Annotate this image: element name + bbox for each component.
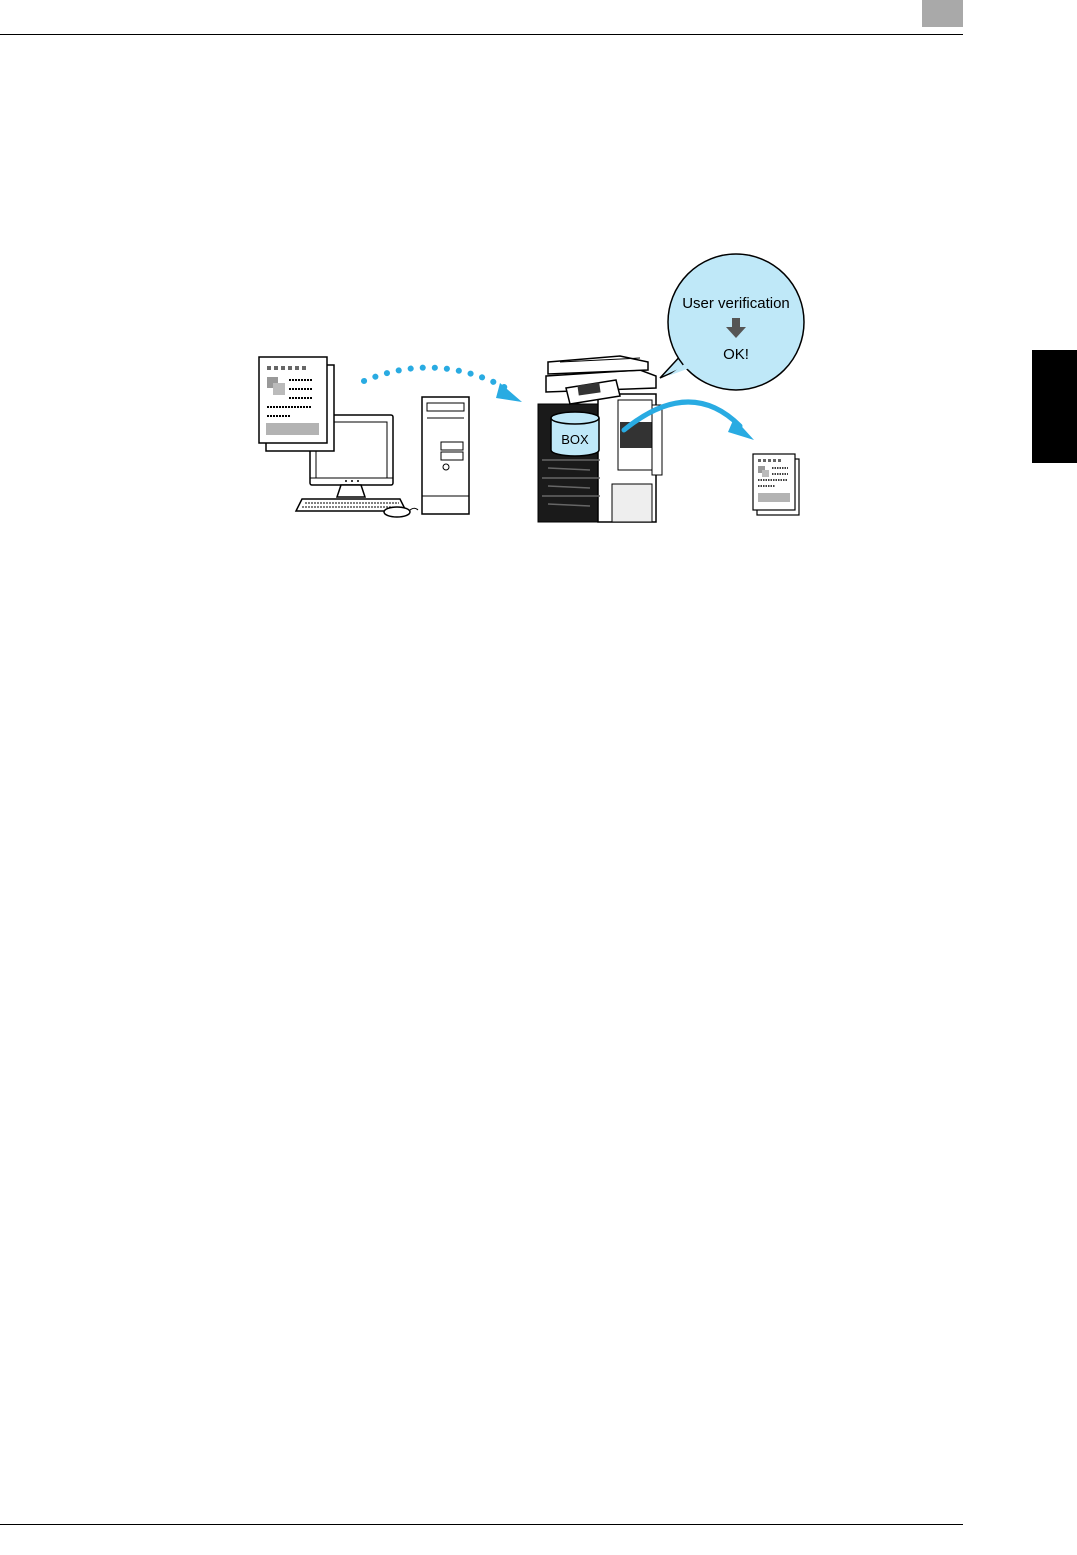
box-storage-icon: BOX	[551, 412, 599, 456]
box-label: BOX	[561, 432, 589, 447]
mouse-icon	[384, 507, 418, 517]
bubble-line-2: OK!	[723, 346, 749, 363]
printed-output-icon	[753, 454, 799, 515]
bubble-line-1: User verification	[682, 295, 790, 312]
user-verification-bubble: User verification OK!	[660, 254, 804, 390]
tower-pc-icon	[422, 397, 469, 514]
document-icon	[259, 357, 334, 451]
